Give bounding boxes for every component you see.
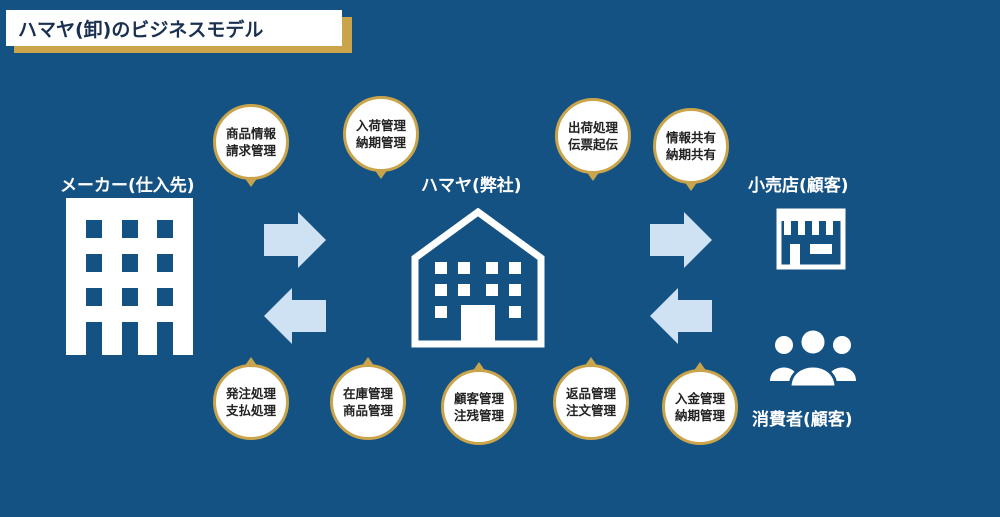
consumer-label: 消費者(顧客) xyxy=(752,410,853,430)
hamaya-label: ハマヤ(弊社) xyxy=(421,176,522,196)
arrow-left-hamaya-to-maker xyxy=(264,288,326,344)
office-building-icon xyxy=(66,198,193,355)
arrow-left-customer-to-hamaya xyxy=(650,288,712,344)
bubble-receiving-delivery: 入荷管理納期管理 xyxy=(343,96,419,179)
arrow-right-hamaya-to-retailer xyxy=(650,212,712,268)
maker-label: メーカー(仕入先) xyxy=(60,176,195,196)
bubble-product-info-billing: 商品情報請求管理 xyxy=(213,104,289,187)
bubble-deposit-delivery: 入金管理納期管理 xyxy=(662,362,738,445)
bubble-ordering-payment: 発注処理支払処理 xyxy=(213,357,289,440)
people-group-icon xyxy=(768,325,858,389)
bubble-info-sharing: 情報共有納期共有 xyxy=(653,108,729,191)
storefront-icon xyxy=(776,208,846,270)
page-title: ハマヤ(卸)のビジネスモデル xyxy=(6,10,342,46)
bubble-returns-orders: 返品管理注文管理 xyxy=(553,357,629,440)
bubble-customer-backorder: 顧客管理注残管理 xyxy=(441,362,517,445)
arrow-right-maker-to-hamaya xyxy=(264,212,326,268)
bubble-inventory-product: 在庫管理商品管理 xyxy=(330,357,406,440)
bubble-shipping-slip: 出荷処理伝票起伝 xyxy=(555,98,631,181)
warehouse-house-icon xyxy=(411,208,545,348)
retailer-label: 小売店(顧客) xyxy=(748,176,849,196)
